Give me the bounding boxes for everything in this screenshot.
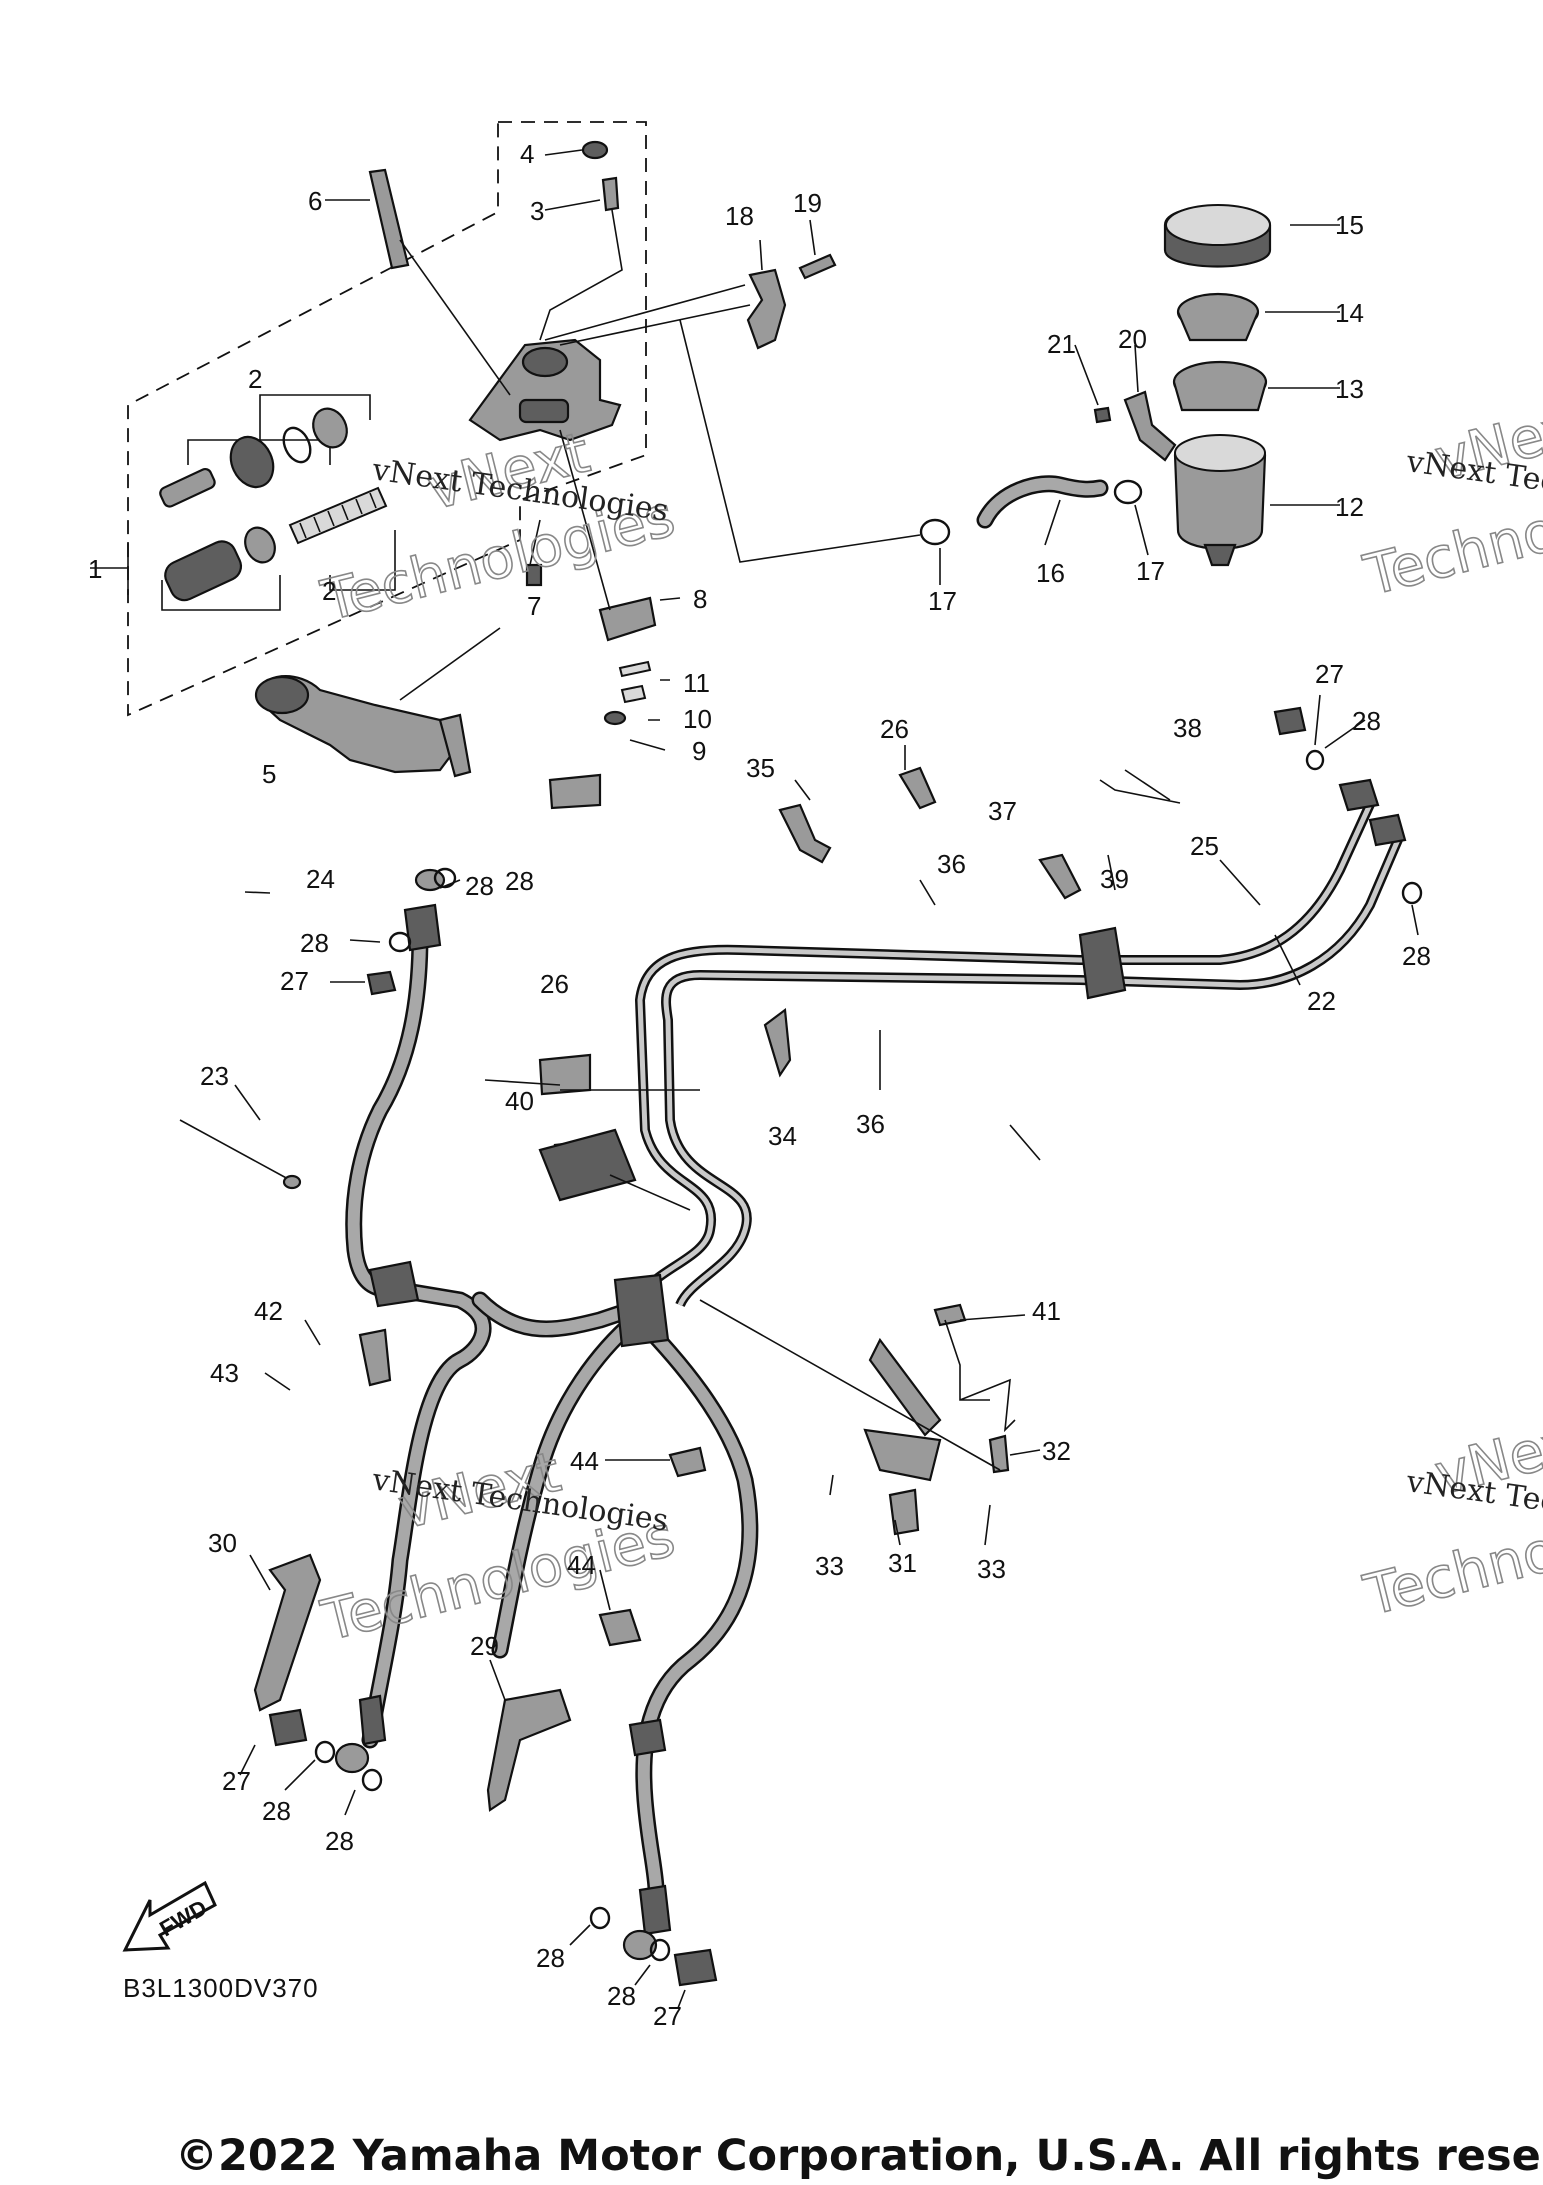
callout-22: 22 [1307,986,1336,1016]
callout-13: 13 [1335,374,1364,404]
callout-27b: 27 [280,966,309,996]
callout-24: 24 [306,864,335,894]
callout-31: 31 [888,1548,917,1578]
callout-41: 41 [1032,1296,1061,1326]
forward-arrow: FWD [122,1880,217,1952]
callout-44b: 44 [567,1550,596,1580]
front-brake-hose-left [334,868,492,1774]
callout-26b: 26 [540,969,569,999]
bracket-and-fasteners [559,429,657,726]
callout-34: 34 [768,1121,797,1151]
callout-9: 9 [692,736,706,766]
callout-17b: 17 [1136,556,1165,586]
reservoir-hose [679,319,1143,563]
protector-pad [538,1128,691,1211]
callout-35: 35 [746,753,775,783]
master-cylinder-assembly-boundary [110,121,647,717]
callout-33a: 33 [815,1551,844,1581]
callout-26a: 26 [880,714,909,744]
callout-33b: 33 [977,1554,1006,1584]
callout-32: 32 [1042,1436,1071,1466]
callout-8: 8 [693,584,707,614]
callout-16: 16 [1036,558,1065,588]
callout-29: 29 [470,1631,499,1661]
callout-44a: 44 [570,1446,599,1476]
callout-38: 38 [1173,713,1202,743]
callout-leaders [90,149,1419,2009]
callout-28c: 28 [465,871,494,901]
cable-tie [179,1119,302,1190]
brake-switch [525,519,543,587]
bleeder-screw-and-cap [539,140,623,341]
callout-28g: 28 [536,1943,565,1973]
callout-10: 10 [683,704,712,734]
callout-7: 7 [527,591,541,621]
watermark-top: vNext Technologies vNext Technologies [315,420,682,636]
callout-4: 4 [520,139,534,169]
callout-39: 39 [1100,864,1129,894]
watermark-right-mid: vNext Techno vNext Tec [1357,1405,1543,1630]
copyright-notice: ©2022 Yamaha Motor Corporation, U.S.A. A… [175,2131,1543,2181]
master-cylinder-kit [159,394,396,611]
callout-30: 30 [208,1528,237,1558]
pivot-bolt [368,168,511,396]
reservoir-assembly [1093,204,1272,567]
callout-21: 21 [1047,329,1076,359]
callout-5: 5 [262,759,276,789]
callout-28d: 28 [300,928,329,958]
brake-pipe-assembly [635,778,1407,1308]
callout-14: 14 [1335,298,1364,328]
callout-28a: 28 [1352,706,1381,736]
master-cylinder-holder [544,253,837,350]
callout-28b: 28 [1402,941,1431,971]
watermark-big-right-4: Techno [1358,1518,1543,1629]
callout-37: 37 [988,796,1017,826]
callout-2b: 2 [322,576,336,606]
callout-18: 18 [725,201,754,231]
callout-40: 40 [505,1086,534,1116]
callout-1: 1 [88,554,102,584]
callout-27d: 27 [653,2001,682,2031]
piston-spring-bottom [164,486,388,602]
callout-3: 3 [530,196,544,226]
hose-brackets [253,706,1307,1987]
brake-lever [254,627,501,778]
callout-43: 43 [210,1358,239,1388]
drawing-code: B3L1300DV370 [123,1973,319,2003]
callout-12: 12 [1335,492,1364,522]
callout-6: 6 [308,186,322,216]
callout-2a: 2 [248,364,262,394]
callout-11: 11 [683,668,710,698]
watermark-big-right-2: Techno [1358,498,1543,609]
callout-36a: 36 [937,849,966,879]
callout-42: 42 [254,1296,283,1326]
callout-15: 15 [1335,210,1364,240]
callout-28h: 28 [607,1981,636,2011]
piston-spring-top [159,407,348,508]
callout-20: 20 [1118,324,1147,354]
callout-28f: 28 [325,1826,354,1856]
callout-25: 25 [1190,831,1219,861]
callout-27c: 27 [222,1766,251,1796]
callout-27a: 27 [1315,659,1344,689]
callout-19: 19 [793,188,822,218]
watermark-right-top: vNext Techno vNext Tec [1357,390,1543,610]
master-cylinder-body [468,338,622,442]
callout-17a: 17 [928,586,957,616]
callout-28e: 28 [262,1796,291,1826]
callout-36b: 36 [856,1109,885,1139]
callout-28i: 28 [505,866,534,896]
copper-washers [314,749,1423,1962]
callout-labels: 1 2 2 3 4 5 6 7 8 9 10 11 12 13 14 15 16… [88,139,1431,2031]
front-brake-hose-right [471,1273,759,1961]
callout-23: 23 [200,1061,229,1091]
